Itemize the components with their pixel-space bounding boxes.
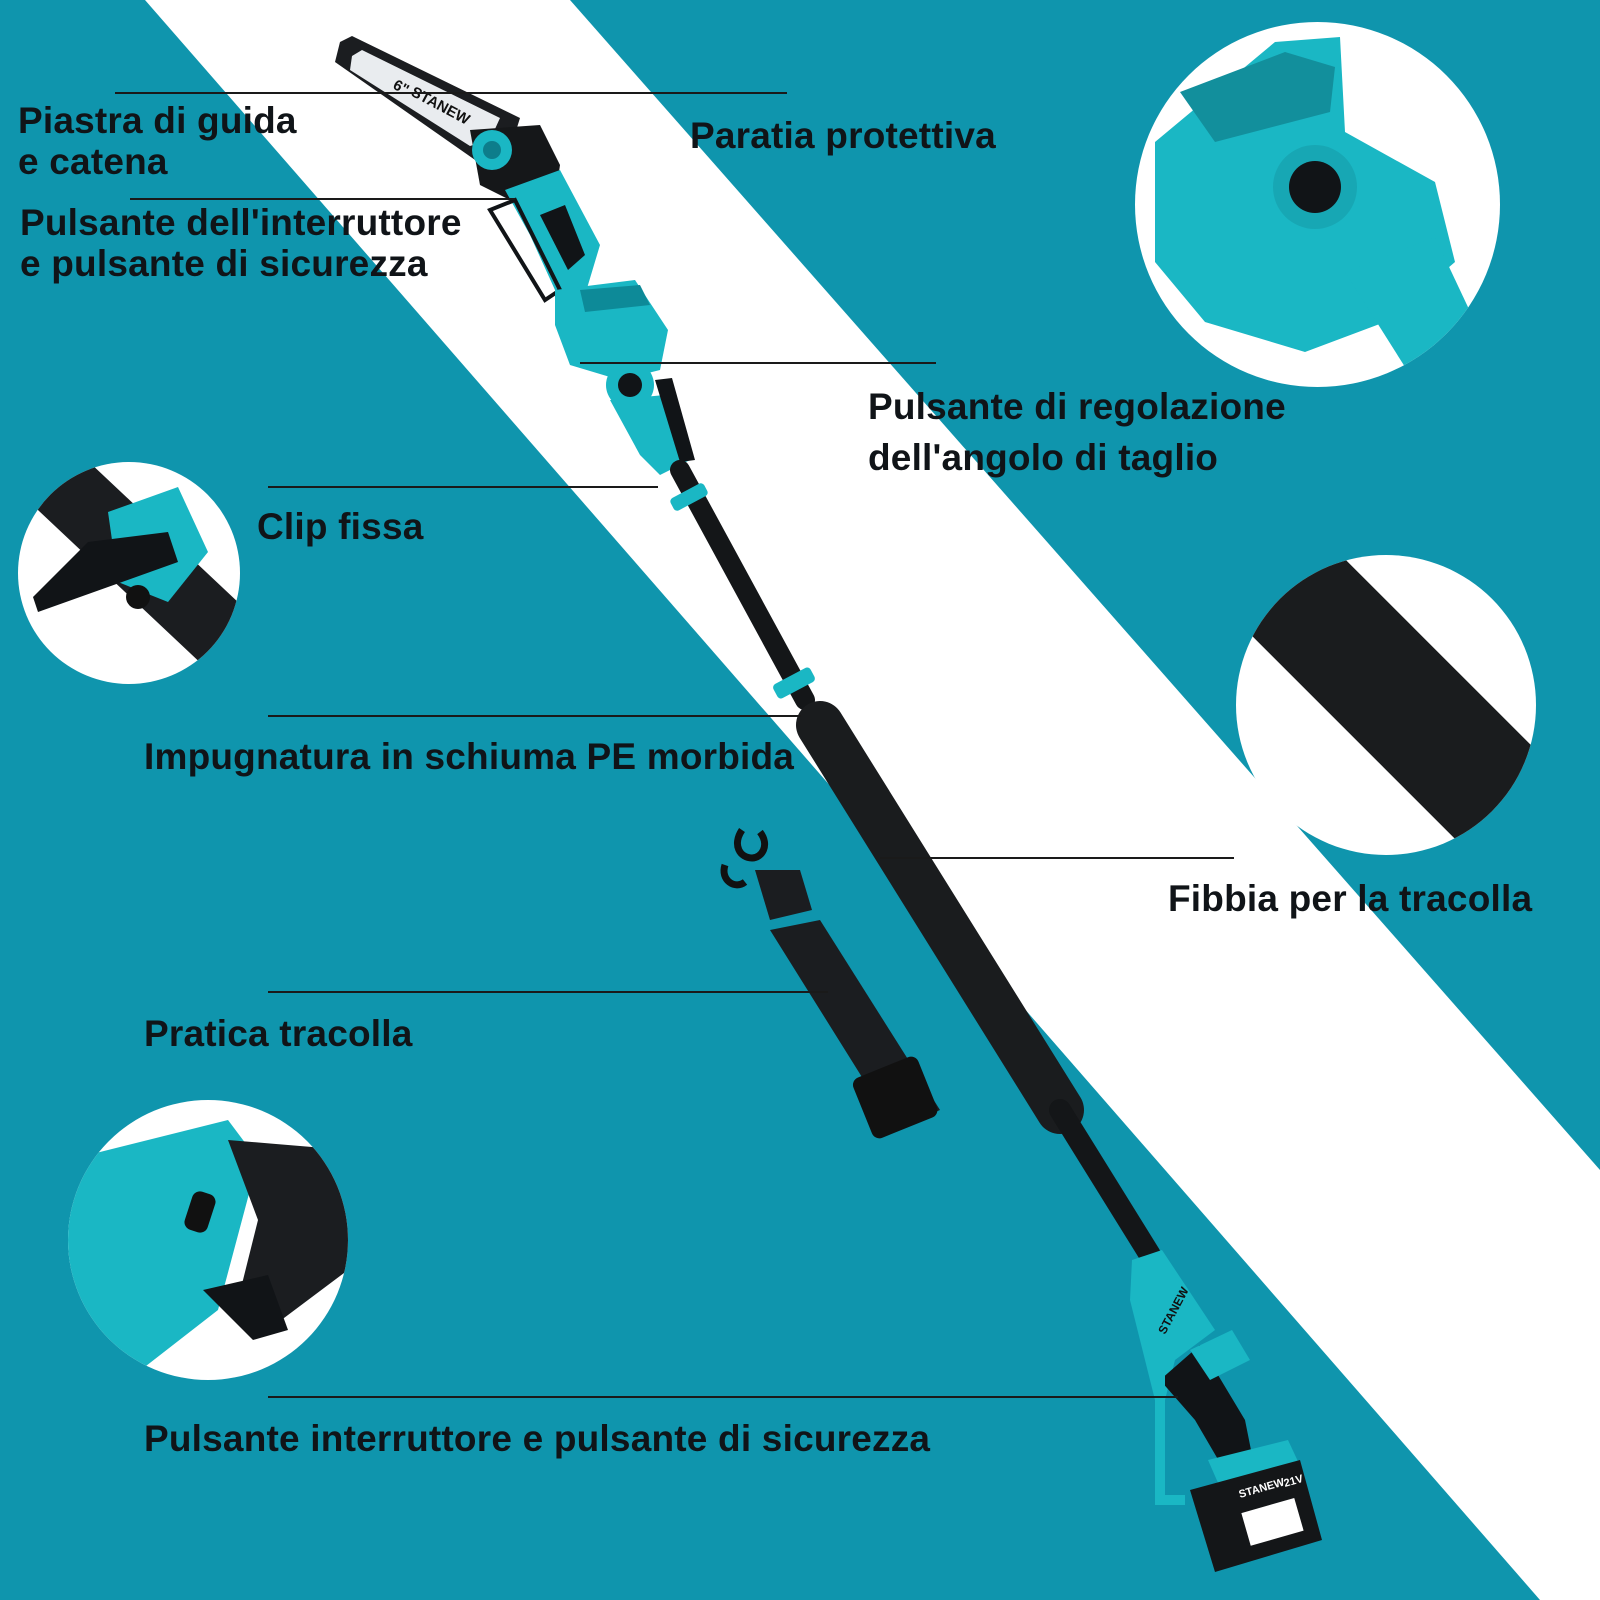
- leader-guide-plate: [115, 92, 510, 94]
- label-guide-plate: Piastra di guida e catena: [18, 100, 297, 182]
- label-guard: Paratia protettiva: [690, 115, 996, 156]
- angle-joint: [555, 280, 695, 475]
- detail-circle-foam-grip: [1236, 555, 1536, 855]
- label-fixed-clip: Clip fissa: [257, 506, 424, 547]
- rear-handle: STANEW: [1130, 1250, 1255, 1505]
- saw-head: [470, 125, 600, 303]
- battery: STANEW 21V: [1190, 1440, 1322, 1572]
- label-foam-grip: Impugnatura in schiuma PE morbida: [144, 736, 795, 777]
- shoulder-strap: [720, 828, 940, 1139]
- label-switch-top: Pulsante dell'interruttore e pulsante di…: [20, 202, 462, 284]
- detail-circle-angle-button: [1135, 22, 1500, 387]
- pole: [670, 460, 1161, 1266]
- leader-angle-button: [580, 362, 936, 364]
- detail-circle-trigger: [68, 1100, 348, 1380]
- battery-voltage-text: 21V: [1283, 1473, 1306, 1490]
- detail-circle-fixed-clip: [18, 462, 240, 684]
- label-switch-bottom: Pulsante interruttore e pulsante di sicu…: [144, 1418, 931, 1459]
- leader-switch-top: [130, 198, 515, 200]
- leader-strap: [268, 991, 828, 993]
- label-strap: Pratica tracolla: [144, 1013, 413, 1054]
- label-angle-button: Pulsante di regolazione dell'angolo di t…: [868, 386, 1286, 478]
- leader-guard: [475, 92, 787, 94]
- leader-buckle: [880, 857, 1234, 859]
- label-buckle: Fibbia per la tracolla: [1168, 878, 1533, 919]
- leader-switch-bottom: [268, 1396, 1178, 1398]
- leader-foam-grip: [268, 715, 801, 717]
- leader-fixed-clip: [268, 486, 658, 488]
